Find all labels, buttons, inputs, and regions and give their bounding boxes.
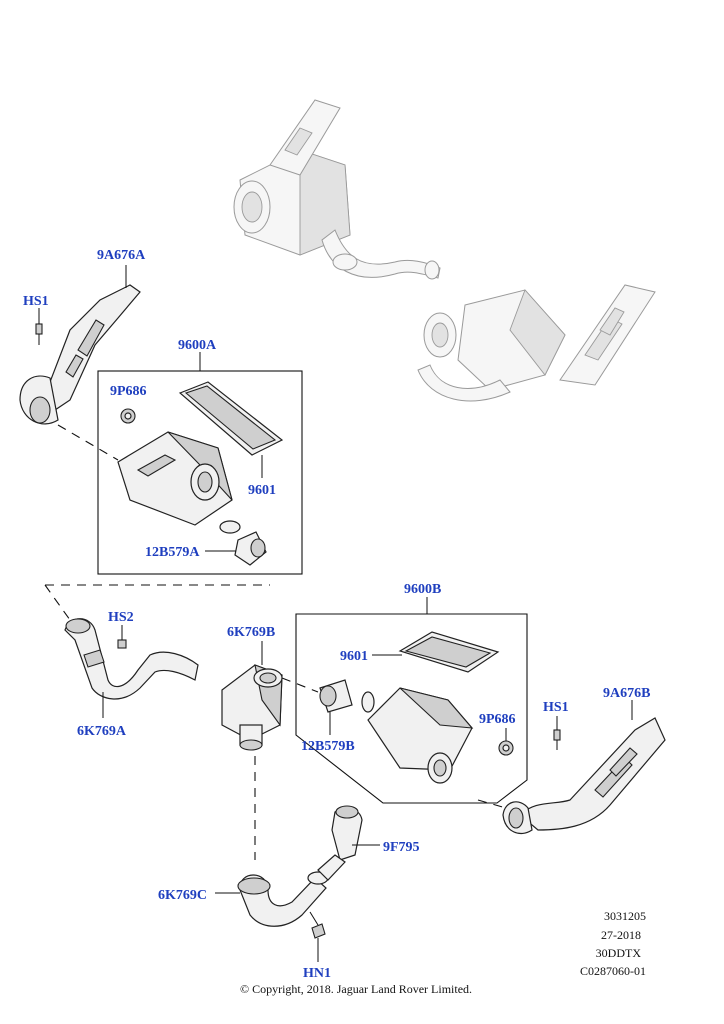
callout-6k769b[interactable]: 6K769B [227,625,275,640]
callout-9a676b[interactable]: 9A676B [603,686,650,701]
assembly-9600b-boundary [295,613,528,804]
ghost-overview-illustration [233,99,656,402]
callout-9600a[interactable]: 9600A [178,338,217,353]
meta-line-4: C0287060-01 [580,964,646,978]
callout-hs2[interactable]: HS2 [108,610,134,625]
callout-6k769a[interactable]: 6K769A [77,724,127,739]
copyright-notice: © Copyright, 2018. Jaguar Land Rover Lim… [240,982,472,996]
hose-6k769c-illustration [215,854,346,927]
callout-9p686-a[interactable]: 9P686 [110,384,147,399]
callout-9p686-b[interactable]: 9P686 [479,712,516,727]
callout-hs1-left[interactable]: HS1 [23,294,49,309]
meta-line-1: 3031205 [604,909,646,923]
routing-dashed-lines [44,424,521,860]
callout-9a676a[interactable]: 9A676A [97,248,146,263]
callout-9601-a[interactable]: 9601 [248,483,276,498]
duct-9a676a-illustration [19,265,141,425]
clip-hn1-illustration [309,911,326,962]
callout-9601-b[interactable]: 9601 [340,649,368,664]
duct-9a676b-illustration [502,700,666,835]
airbox-9600b-illustration [319,631,514,784]
bolt-hs1-left-illustration [35,308,43,345]
callout-12b579a[interactable]: 12B579A [145,545,200,560]
callout-9f795[interactable]: 9F795 [383,840,420,855]
callout-6k769c[interactable]: 6K769C [158,888,207,903]
hose-6k769a-illustration [64,618,199,718]
meta-line-2: 27-2018 [601,928,641,942]
callout-hn1[interactable]: HN1 [303,966,331,981]
clip-hs2-illustration [117,625,127,649]
meta-line-3: 30DDTX [596,946,642,960]
pipe-9f795-illustration [331,805,380,861]
callout-hs1-right[interactable]: HS1 [543,700,569,715]
callout-12b579b[interactable]: 12B579B [301,739,355,754]
airbox-9600a-illustration [117,381,284,566]
callout-9600b[interactable]: 9600B [404,582,441,597]
resonator-6k769b-illustration [221,641,283,751]
bolt-hs1-right-illustration [553,716,561,750]
